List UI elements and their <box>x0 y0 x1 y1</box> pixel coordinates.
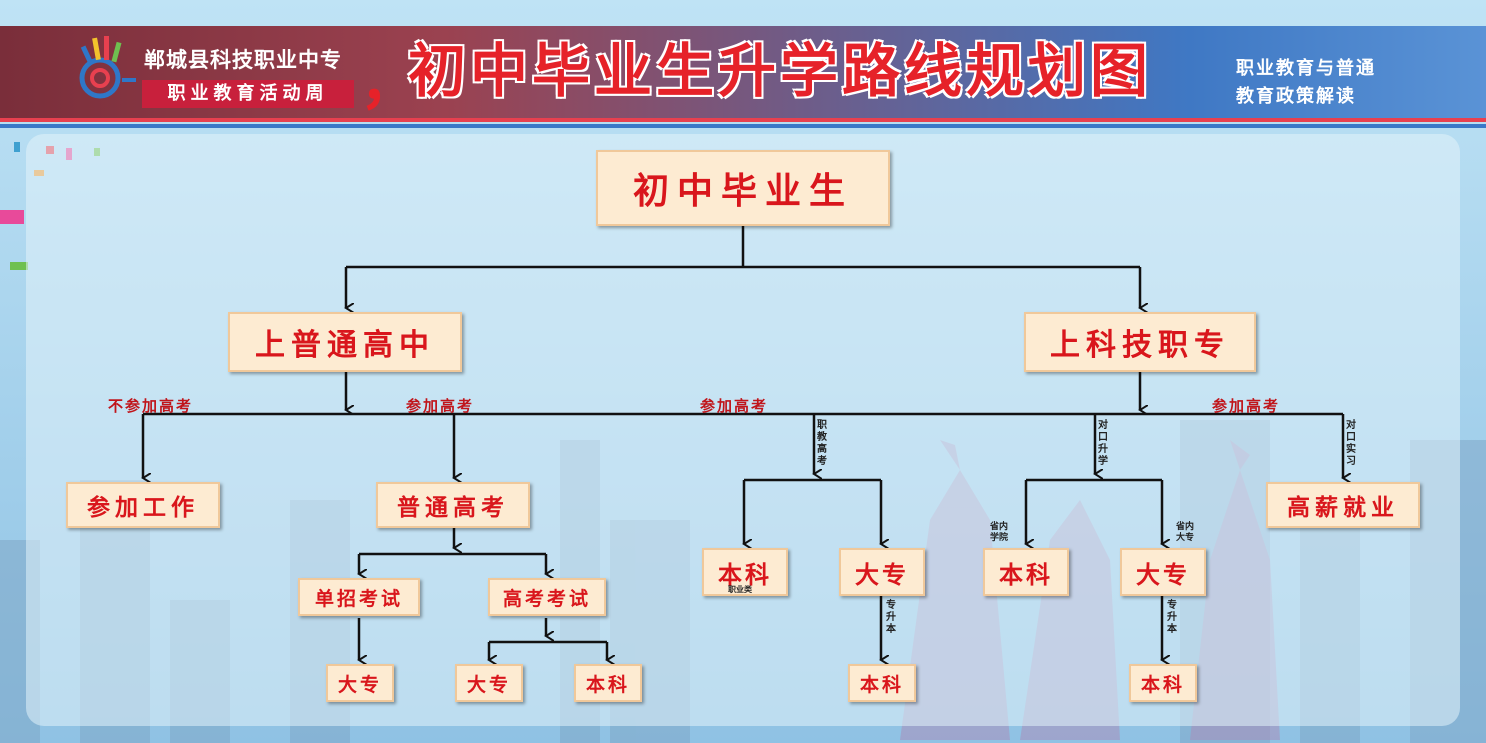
node-employment: 高薪就业 <box>1266 482 1420 528</box>
label-in-province-college: 省内学院 <box>986 522 1012 544</box>
label-in-province-junior: 省内大专 <box>1172 522 1198 544</box>
node-gaokao: 高考考试 <box>488 578 606 616</box>
node-cp-junior-bachelor: 本科 <box>1129 664 1197 702</box>
node-voc-junior-bachelor: 本科 <box>848 664 916 702</box>
node-gaokao-bachelor: 本科 <box>574 664 642 702</box>
label-exam-right: 参加高考 <box>1212 395 1280 416</box>
label-counterpart: 对口升学 <box>1097 420 1109 468</box>
label-exam-mid: 参加高考 <box>700 395 768 416</box>
node-single-junior: 大专 <box>326 664 394 702</box>
label-vocational-category: 职业类 <box>728 584 752 595</box>
node-vocational-school: 上科技职专 <box>1024 312 1256 372</box>
label-no-exam: 不参加高考 <box>108 395 193 416</box>
node-regular-exam: 普通高考 <box>376 482 530 528</box>
label-internship: 对口实习 <box>1345 420 1357 468</box>
node-cp-bachelor: 本科 <box>983 548 1069 596</box>
node-root: 初中毕业生 <box>596 150 890 226</box>
node-cp-junior: 大专 <box>1120 548 1206 596</box>
label-upgrade-voc: 专升本 <box>885 600 897 636</box>
node-gaokao-junior: 大专 <box>455 664 523 702</box>
label-upgrade-cp: 专升本 <box>1166 600 1178 636</box>
node-voc-junior: 大专 <box>839 548 925 596</box>
node-single-exam: 单招考试 <box>298 578 420 616</box>
node-work: 参加工作 <box>66 482 220 528</box>
node-regular-high-school: 上普通高中 <box>228 312 462 372</box>
label-vocational-exam: 职教高考 <box>816 420 828 468</box>
label-exam-left: 参加高考 <box>406 395 474 416</box>
